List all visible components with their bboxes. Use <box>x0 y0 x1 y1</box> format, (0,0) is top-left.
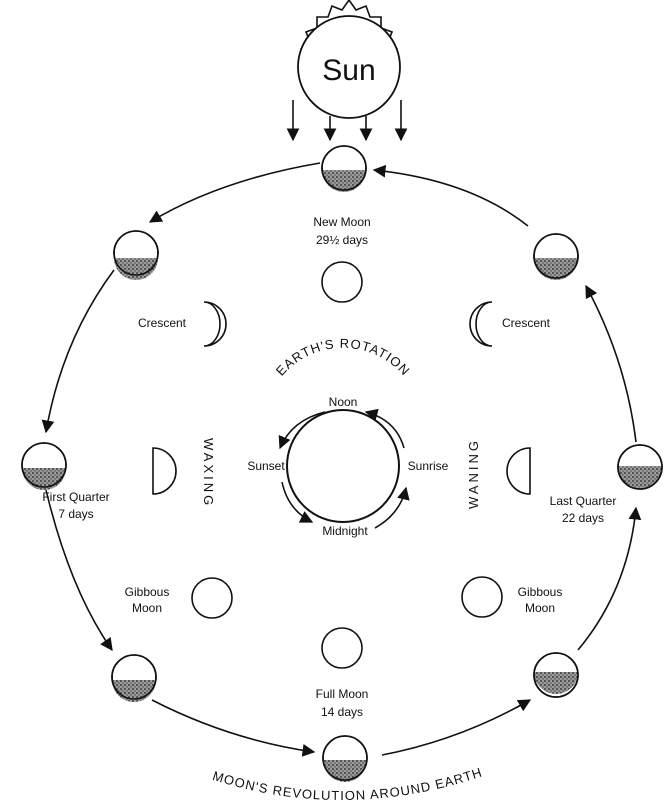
crescent-left-appearance <box>204 302 226 346</box>
orbit-moon-top <box>322 146 366 192</box>
first-quarter-label: First Quarter <box>42 490 109 504</box>
orbit-moon-right <box>618 445 662 489</box>
full-moon-days: 14 days <box>321 705 363 719</box>
new-moon-days: 29½ days <box>316 233 368 247</box>
orbit-moon-upper-right <box>534 234 578 280</box>
new-moon-appearance <box>322 262 362 302</box>
midnight-label: Midnight <box>322 524 368 538</box>
gibbous-right-appearance <box>462 577 502 617</box>
sunrise-label: Sunrise <box>408 459 449 473</box>
sun-label: Sun <box>322 54 375 87</box>
gibbous-left-line1: Gibbous <box>125 585 170 599</box>
waxing-label: WAXING <box>201 438 216 508</box>
full-moon-appearance <box>322 628 362 668</box>
gibbous-left-appearance <box>192 578 232 618</box>
last-quarter-days: 22 days <box>562 511 604 525</box>
orbit-moon-lower-left <box>112 655 156 702</box>
gibbous-left-line2: Moon <box>132 601 162 615</box>
full-moon-label: Full Moon <box>316 687 369 701</box>
last-quarter-label: Last Quarter <box>550 494 617 508</box>
crescent-left-label: Crescent <box>138 316 187 330</box>
earth-rotation-title: EARTH'S ROTATION <box>273 336 414 379</box>
noon-label: Noon <box>329 395 358 409</box>
orbit-moon-lower-right <box>534 653 578 697</box>
gibbous-right-line1: Gibbous <box>518 585 563 599</box>
last-quarter-appearance <box>507 448 530 494</box>
crescent-right-appearance <box>470 302 492 346</box>
new-moon-label: New Moon <box>313 215 370 229</box>
crescent-right-label: Crescent <box>502 316 551 330</box>
gibbous-right-line2: Moon <box>525 601 555 615</box>
first-quarter-days: 7 days <box>58 507 93 521</box>
orbit-moon-left <box>22 443 66 490</box>
earth <box>287 410 399 522</box>
orbit-moon-bottom <box>323 736 367 782</box>
sunset-label: Sunset <box>247 459 285 473</box>
first-quarter-appearance <box>153 448 176 494</box>
waning-label: WANING <box>466 438 481 509</box>
orbit-moon-upper-left <box>114 231 158 280</box>
sun: Sun <box>298 0 400 118</box>
